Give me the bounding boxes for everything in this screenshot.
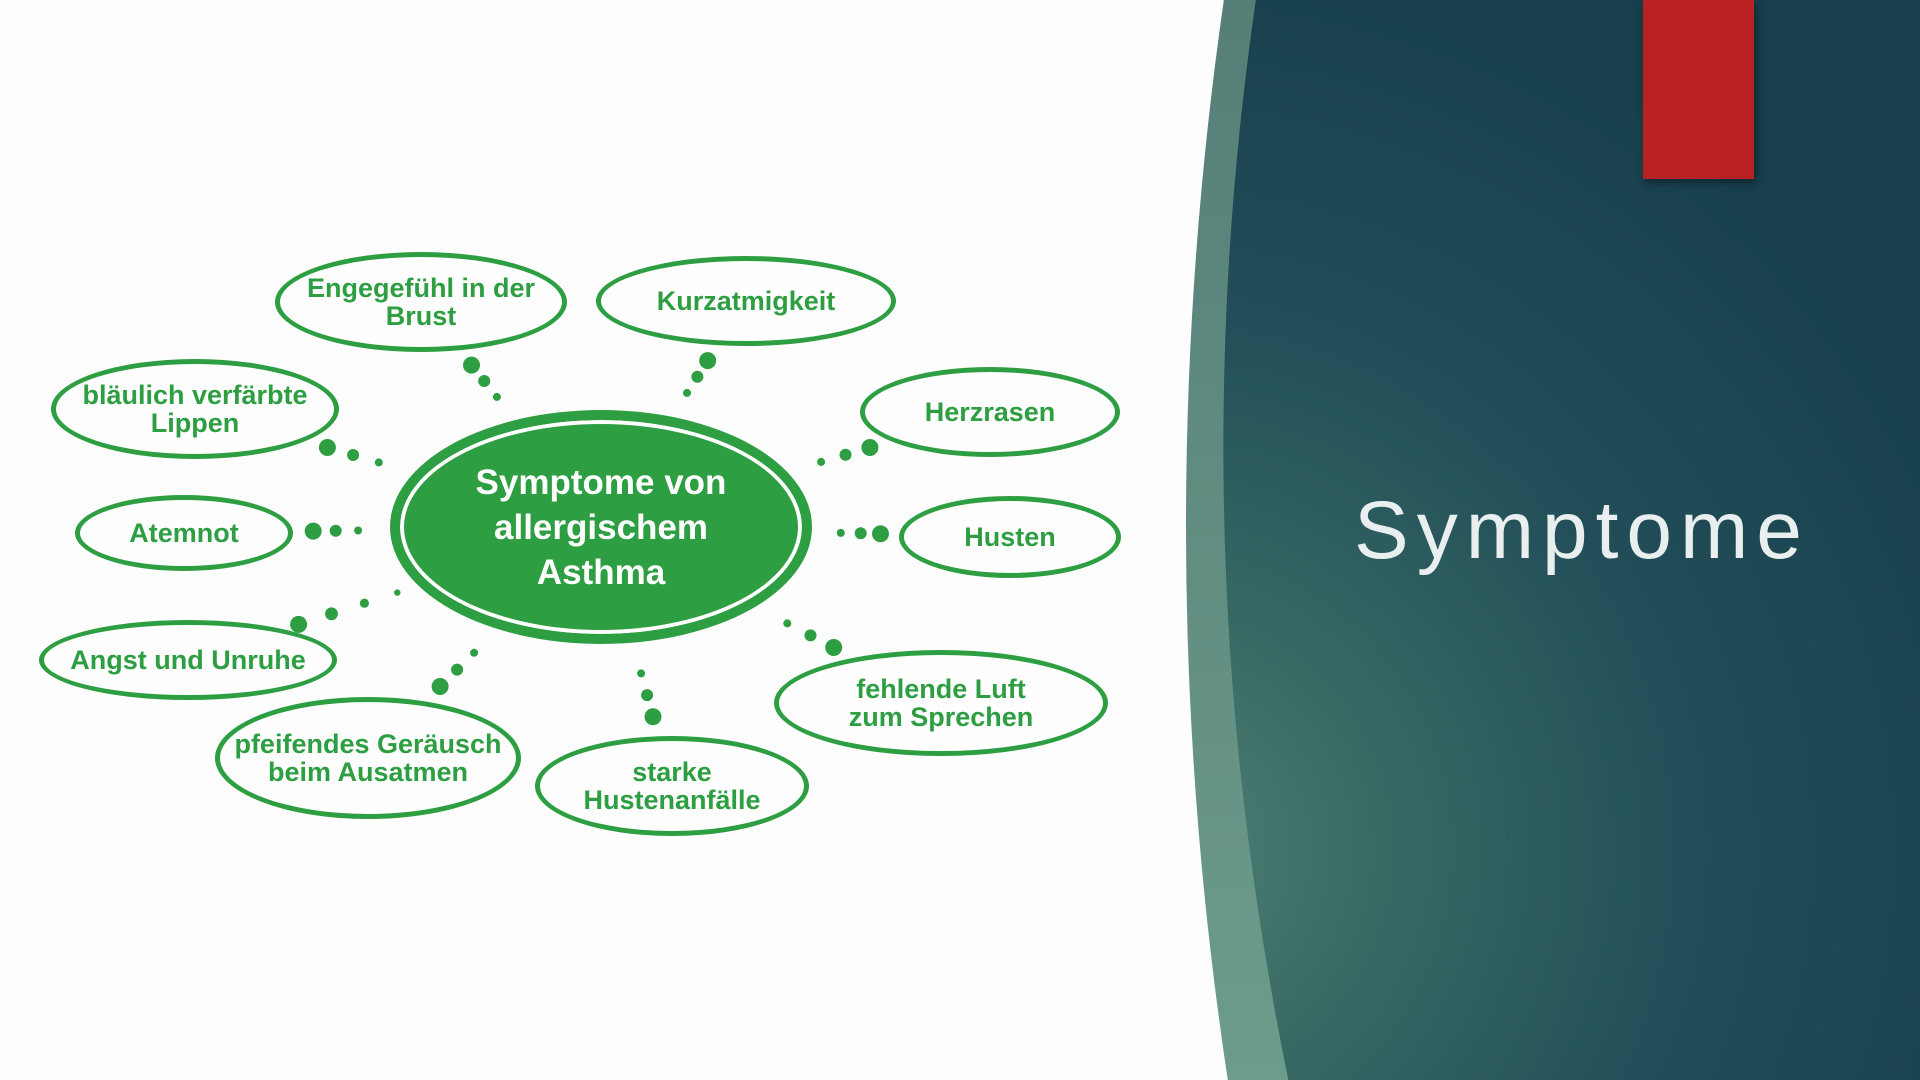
symptom-bubble-herzrasen: Herzrasen [860,367,1120,457]
connector-dot [783,619,792,628]
connector-dot [304,522,322,540]
connector-dot [451,663,464,676]
connector-dot [329,524,342,537]
connector-dot [354,526,363,535]
bubble-label-line: fehlende Luft [856,674,1026,704]
connector-dot [394,589,401,596]
bubble-label-line: bläulich verfärbte [82,380,308,410]
connector-dot [359,598,369,608]
bubble-label-line: Lippen [150,408,240,438]
connector-dot [825,639,843,656]
connector-dot [872,525,889,543]
bubble-label-line: beim Ausatmen [267,757,469,787]
connector-dot [637,669,646,678]
symptom-bubble-husten: Husten [899,496,1121,578]
connector-dot [290,615,308,633]
bubble-label-line: Angst und Unruhe [70,645,306,675]
bubble-label-line: Asthma [536,552,666,592]
connector-dot [836,528,845,537]
connector-dot [641,689,654,702]
bubble-label-line: allergischem [494,507,708,547]
connector-dot [804,629,817,642]
symptom-bubble-atemnot: Atemnot [75,495,293,571]
bubble-label-line: Atemnot [129,518,239,548]
connector-dot [318,439,336,456]
connector-dot [683,388,691,397]
bubble-label-line: Husten [964,522,1056,552]
connector-dot [817,457,826,466]
connector-dot [347,449,360,461]
connector-dot [470,648,479,657]
bubble-label-line: zum Sprechen [848,702,1034,732]
bubble-label-line: Brust [385,301,457,331]
connector-dot [854,527,867,540]
slide-title: Symptome [1354,485,1810,576]
bubble-label-line: Hustenanfälle [583,785,761,815]
red-accent-bar [1643,0,1754,179]
connector-dot [478,375,491,387]
symptom-bubble-angst-und-unruhe: Angst und Unruhe [39,620,337,700]
connector-dot [644,708,662,726]
connector-dot [492,392,501,401]
panel-main-curve [1223,0,1920,1080]
bubble-label-line: Engegefühl in der [306,273,535,303]
connector-dot [463,356,480,374]
connector-dot [699,352,717,370]
connector-dot [861,439,879,456]
connector-dot [374,458,383,467]
bubble-label-line: starke [632,757,712,787]
symptom-bubble-kurzatmigkeit: Kurzatmigkeit [596,256,896,346]
bubble-label-line: Kurzatmigkeit [656,286,836,316]
bubble-label-line: Symptome von [475,462,727,502]
connector-dot [325,607,338,621]
bubble-label-line: Herzrasen [924,397,1056,427]
connector-dot [691,370,704,383]
bubble-label-line: pfeifendes Geräusch [234,729,502,759]
connector-dot [839,448,852,461]
connector-dot [431,678,449,695]
